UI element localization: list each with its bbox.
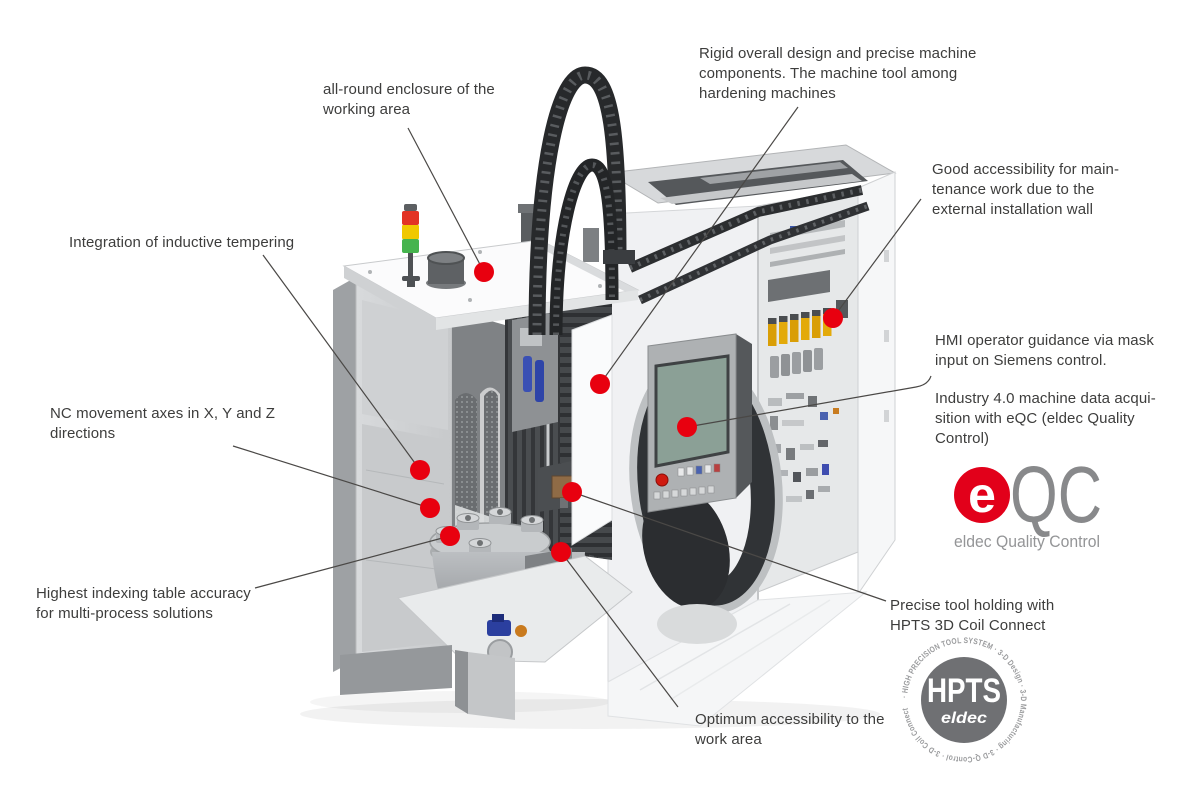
hpts-title: HPTS: [927, 672, 1001, 710]
ring-inner-shadow: [642, 487, 730, 609]
eqc-logo: e QC eldec Quality Control: [954, 450, 1102, 551]
machine-base: [340, 645, 515, 720]
leader-lines: [232, 106, 932, 708]
vent-cylinder: [426, 251, 466, 289]
callout-markers: [410, 262, 843, 562]
annotation-tempering: Integration of inductive tempering: [69, 234, 295, 251]
annotation-industry40: Industry 4.0 machine data acqui- sition …: [935, 390, 1156, 448]
enclosure-door-panel: [571, 314, 613, 546]
right-wall: [857, 171, 896, 596]
annotation-nc-axes: NC movement axes in X, Y and Z direction…: [50, 405, 276, 443]
eqc-red-circle-icon: [954, 467, 1010, 523]
valve-row: [770, 348, 823, 378]
top-frame: [606, 144, 897, 205]
callout-dot-maintenance: [823, 308, 843, 328]
hmi-buttons: [653, 463, 721, 500]
indexing-table: [396, 505, 633, 665]
annotation-tool-holding: Precise tool holding with HPTS 3D Coil C…: [890, 597, 1055, 635]
eqc-qc: QC: [1010, 450, 1102, 539]
callout-dot-tool: [562, 482, 582, 502]
callout-dot-indexing: [440, 526, 460, 546]
callout-dot-work-area: [551, 542, 571, 562]
hpts-brand: eldec: [941, 710, 987, 727]
callout-dot-tempering: [410, 460, 430, 480]
emergency-stop-button: [655, 473, 669, 487]
callout-dot-hmi: [677, 417, 697, 437]
annotation-rigid: Rigid overall design and precise machine…: [699, 45, 977, 103]
annotation-enclosure: all-round enclosure of the working area: [323, 81, 495, 119]
eqc-e: e: [968, 467, 996, 523]
callout-dot-enclosure: [474, 262, 494, 282]
callout-dot-nc-axes: [420, 498, 440, 518]
hpts-badge: HPTS eldec · HIGH PRECISION TOOL SYSTEM …: [900, 636, 1028, 764]
annotation-work-area: Optimum accessibility to the work area: [695, 711, 885, 749]
stack-light-icon: [402, 204, 420, 287]
annotation-hmi: HMI operator guidance via mask input on …: [935, 332, 1154, 370]
hpts-circle-icon: [921, 657, 1007, 743]
ring-floor: [657, 604, 737, 644]
eqc-caption: eldec Quality Control: [954, 532, 1100, 551]
bottom-floor-panel: [607, 591, 868, 727]
annotation-indexing: Highest indexing table accuracy for mult…: [36, 585, 251, 623]
annotation-maintenance: Good accessibility for main- tenance wor…: [932, 161, 1120, 219]
cable-chain: [528, 66, 870, 336]
hmi-screen: [654, 354, 730, 468]
callout-dot-rigid: [590, 374, 610, 394]
left-tower: [333, 276, 453, 672]
hmi-panel: [647, 333, 752, 513]
